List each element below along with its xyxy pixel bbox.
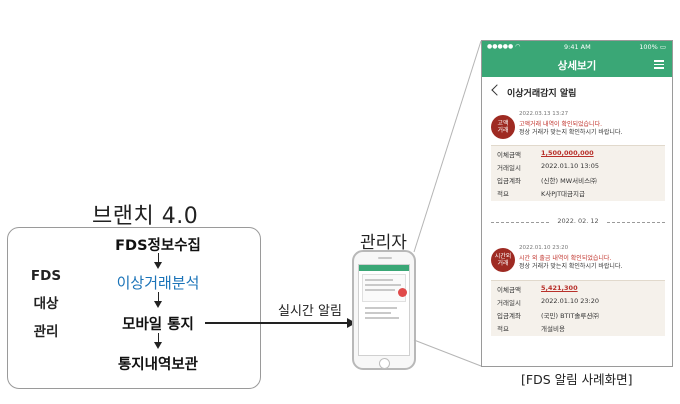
manager-label: 관리자 [360, 233, 407, 253]
sub-title: 이상거래감지 알림 [507, 89, 577, 99]
phone-speaker [378, 257, 392, 259]
detail-row: 거래일시 2022.01.10 13:05 [497, 162, 600, 172]
figure-caption: [FDS 알림 사례화면] [521, 372, 633, 387]
detail-row: 적요 개설비용 [497, 325, 565, 333]
detail-row: 입금계좌 (신한) MW서비스㈜ [497, 177, 597, 185]
tap-indicator-icon [398, 288, 407, 297]
text-line [365, 307, 397, 309]
branch-title: 브랜치 4.0 [92, 204, 199, 229]
text-line [365, 284, 401, 286]
app-header: 상세보기 [482, 53, 672, 77]
small-phone-header-bar [359, 265, 409, 271]
step-notification-archive: 통지내역보관 [117, 357, 199, 373]
status-bar: ●●●●● ◠ 9:41 AM 100% ▭ [482, 41, 672, 53]
alert-message-red: 고액거래 내역이 확인되었습니다. [519, 121, 603, 128]
date-divider: 2022. 02. 12 [491, 217, 665, 227]
sub-header: 이상거래감지 알림 [482, 81, 672, 103]
step-anomaly-analysis: 이상거래분석 [116, 274, 200, 292]
status-time: 9:41 AM [564, 43, 591, 51]
text-line [365, 317, 399, 319]
alert-time: 2022.03.13 13:27 [519, 111, 569, 117]
fds-alert-screen: ●●●●● ◠ 9:41 AM 100% ▭ 상세보기 이상거래감지 알림 고액… [481, 40, 673, 367]
status-battery: 100% ▭ [639, 43, 666, 51]
app-title: 상세보기 [557, 60, 597, 72]
text-line [365, 289, 395, 291]
signal-dots-icon: ●●●●● ◠ [487, 43, 521, 50]
fds-label-line: 관리 [33, 324, 59, 340]
detail-row: 이체금액 1,500,000,000 [497, 149, 594, 159]
fds-target-label: FDS 대상 관리 [20, 262, 72, 346]
detail-card: 이체금액 1,500,000,000 거래일시 2022.01.10 13:05… [491, 145, 665, 201]
detail-row: 거래일시 2022.01.10 23:20 [497, 297, 600, 307]
home-button-icon [379, 358, 390, 369]
detail-row: 적요 K사PJT대금지급 [497, 190, 585, 198]
detail-row: 이체금액 5,421,300 [497, 284, 578, 294]
realtime-alert-label: 실시간 알림 [278, 304, 342, 319]
alert-message: 정상 거래가 맞는지 확인하시기 바랍니다. [519, 129, 623, 136]
menu-icon[interactable] [654, 60, 664, 69]
step-mobile-notification: 모바일 통지 [122, 317, 194, 333]
small-phone-screen [358, 264, 410, 356]
step-fds-collection: FDS정보수집 [115, 238, 201, 254]
small-phone-card [362, 274, 406, 302]
small-phone-illustration [352, 250, 416, 370]
text-line [365, 279, 393, 281]
divider-date: 2022. 02. 12 [557, 217, 599, 225]
alert-message-red: 시간 외 출금 내역이 확인되었습니다. [519, 255, 612, 262]
fds-label-line: 대상 [33, 296, 59, 312]
alert-message: 정상 거래가 맞는지 확인하시기 바랍니다. [519, 263, 623, 270]
branch-box [7, 227, 261, 389]
connector-line [205, 322, 351, 324]
detail-card: 이체금액 5,421,300 거래일시 2022.01.10 23:20 입금계… [491, 280, 665, 336]
zoom-line-bottom [413, 339, 482, 367]
detail-row: 입금계좌 (국민) BTIT솔루션㈜ [497, 312, 599, 320]
fds-label-line: FDS [30, 268, 62, 284]
text-line [365, 312, 391, 314]
back-chevron-icon[interactable] [491, 84, 503, 96]
alert-time: 2022.01.10 23:20 [519, 245, 569, 251]
zoom-line-top [413, 40, 482, 253]
connector-arrowhead [347, 318, 356, 328]
